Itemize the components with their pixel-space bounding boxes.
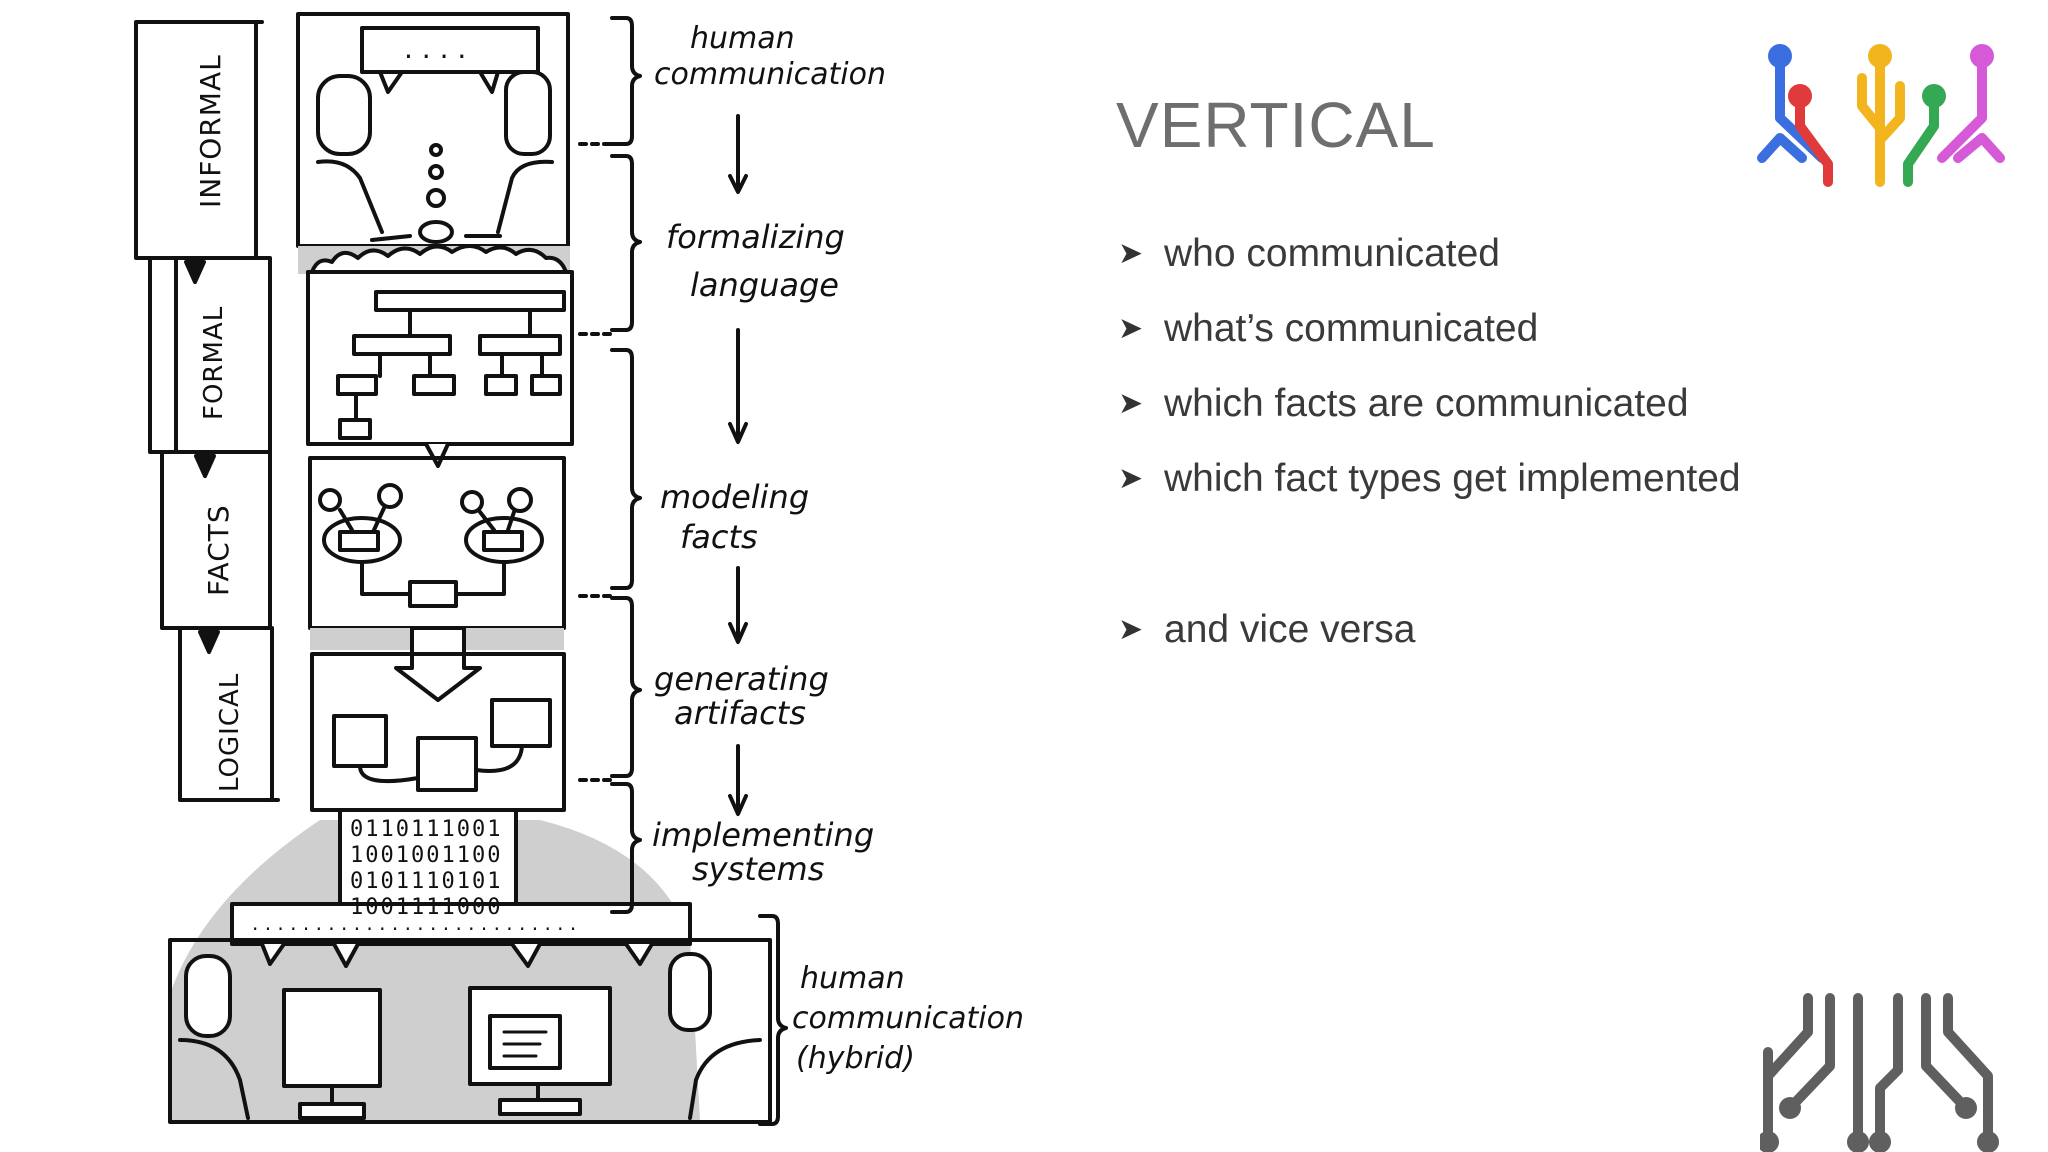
level-label-facts: FACTS: [202, 504, 235, 596]
speech-bubble-dots: . . . .: [404, 32, 466, 65]
bullet-text: and vice versa: [1164, 607, 1416, 651]
binary-row: 0110111001: [350, 817, 502, 842]
binary-row: 0101110101: [350, 869, 502, 894]
level-label-logical: LOGICAL: [215, 673, 245, 792]
circuit-logo-icon: [1757, 44, 2005, 187]
bullet-item: ➤ which fact types get implemented: [1118, 441, 1741, 516]
bullet-item: ➤ who communicated: [1118, 216, 1741, 291]
binary-row: 1001111000: [350, 895, 502, 920]
bullet-item: ➤ what’s communicated: [1118, 291, 1741, 366]
bullet-text: which facts are communicated: [1164, 381, 1689, 425]
level-label-formal: FORMAL: [199, 306, 229, 420]
step-label-communication: communication: [654, 57, 886, 92]
step-label-modeling: modeling: [660, 478, 809, 516]
step-label-systems: systems: [692, 850, 824, 888]
circuit-logo-gray-icon: [1760, 993, 1999, 1152]
step-label-artifacts: artifacts: [674, 694, 806, 732]
step-label-communication-2: communication: [792, 1001, 1024, 1036]
slide-title: VERTICAL: [1116, 89, 1436, 161]
step-label-human-2: human: [800, 961, 905, 996]
bullet-item: ➤ which facts are communicated: [1118, 366, 1741, 441]
arrowhead-bullet-icon: ➤: [1118, 312, 1144, 345]
step-label-human: human: [690, 21, 795, 56]
step-label-facts: facts: [680, 518, 758, 556]
bullet-text: what’s communicated: [1164, 306, 1539, 350]
level-label-informal: INFORMAL: [194, 54, 227, 208]
bullet-list: ➤ who communicated ➤ what’s communicated ➤…: [1118, 216, 1741, 667]
arrowhead-bullet-icon: ➤: [1118, 387, 1144, 420]
bullet-item: ➤ and vice versa: [1118, 592, 1741, 667]
step-label-language: language: [690, 266, 839, 304]
step-label-implementing: implementing: [652, 816, 874, 854]
bullet-text: which fact types get implemented: [1164, 456, 1741, 500]
step-label-hybrid: (hybrid): [796, 1041, 915, 1076]
arrowhead-bullet-icon: ➤: [1118, 462, 1144, 495]
bottom-speech-bubble-dots: . . . . . . . . . . . . . . . . . . . . …: [252, 911, 576, 935]
arrowhead-bullet-icon: ➤: [1118, 613, 1144, 646]
bullet-text: who communicated: [1164, 231, 1500, 275]
level-column: [134, 20, 286, 802]
arrowhead-bullet-icon: ➤: [1118, 237, 1144, 270]
binary-row: 1001001100: [350, 843, 502, 868]
step-label-generating: generating: [654, 660, 829, 698]
step-label-formalizing: formalizing: [666, 218, 845, 256]
